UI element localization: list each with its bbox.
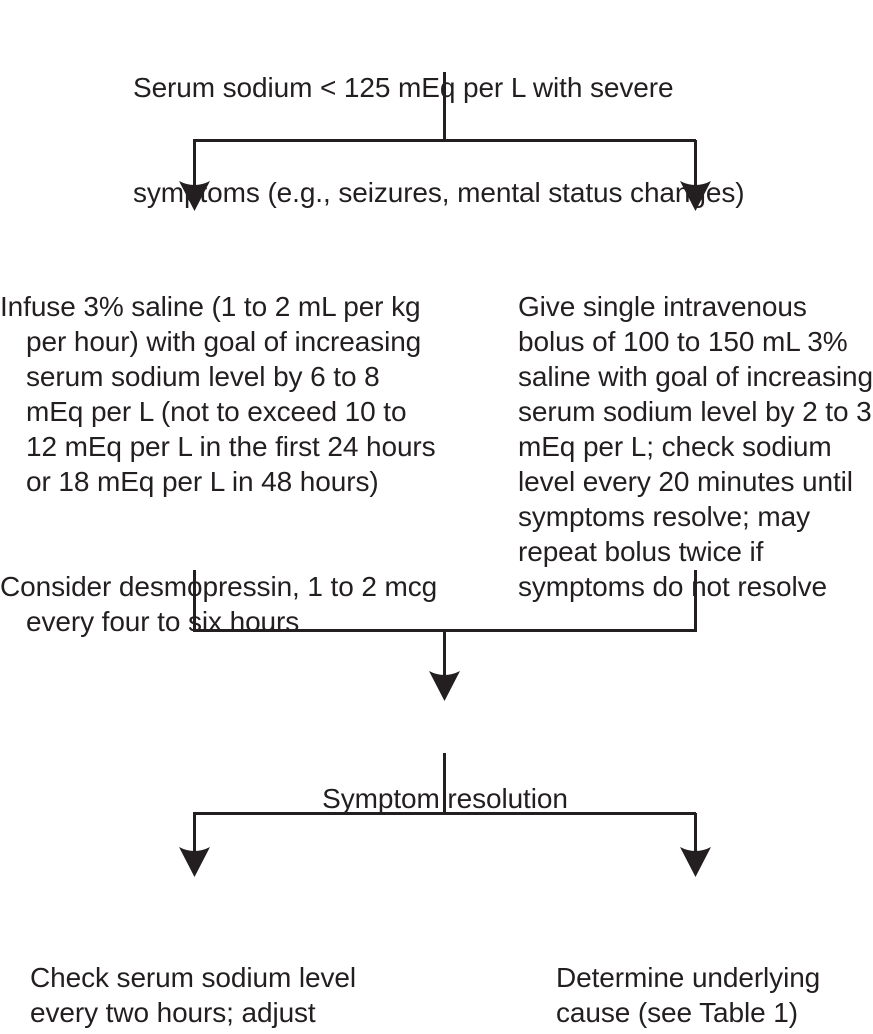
node-outcome-monitor-sodium: Check serum sodium level every two hours… [30, 890, 400, 1034]
root-line-2: symptoms (e.g., seizures, mental status … [133, 177, 745, 208]
node-root-condition: Serum sodium < 125 mEq per L with severe… [110, 0, 770, 280]
outcome-left-text: Check serum sodium level every two hours… [30, 962, 356, 1034]
root-line-1: Serum sodium < 125 mEq per L with severe [133, 72, 674, 103]
node-symptom-resolution: Symptom resolution [200, 711, 690, 886]
left-branch-paragraph-2: Consider desmopressin, 1 to 2 mcg every … [0, 571, 445, 637]
resolution-label: Symptom resolution [322, 783, 568, 814]
node-right-branch-treatment: Give single intravenous bolus of 100 to … [518, 219, 873, 674]
left-branch-paragraph-1: Infuse 3% saline (1 to 2 mL per kg per h… [0, 291, 444, 497]
node-left-branch-treatment: Infuse 3% saline (1 to 2 mL per kg per h… [0, 219, 440, 709]
outcome-right-text: Determine underlying cause (see Table 1) [556, 962, 828, 1028]
node-outcome-determine-cause: Determine underlying cause (see Table 1) [556, 890, 873, 1034]
right-branch-paragraph: Give single intravenous bolus of 100 to … [518, 291, 873, 602]
